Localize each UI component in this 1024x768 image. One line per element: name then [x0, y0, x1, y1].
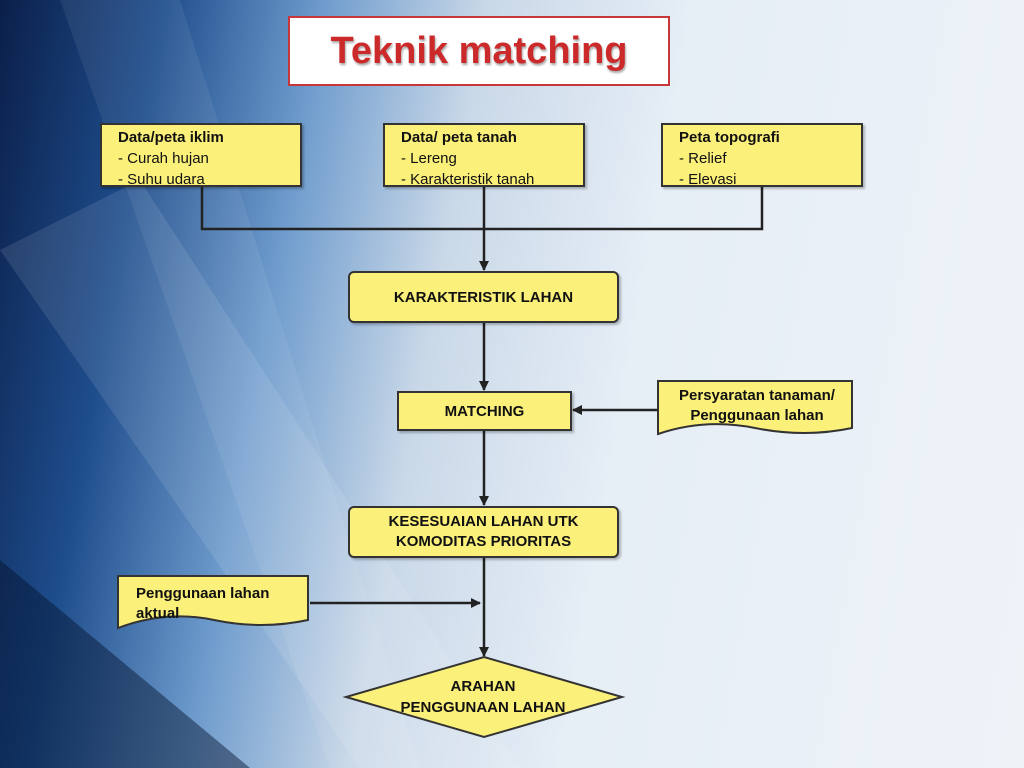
- persyaratan-text: Persyaratan tanaman/ Penggunaan lahan: [662, 386, 852, 426]
- aktual-line: Penggunaan lahan: [136, 585, 270, 602]
- input-item: - Relief: [679, 150, 727, 167]
- karakteristik-lahan-box: KARAKTERISTIK LAHAN: [348, 271, 619, 323]
- input-item: - Lereng: [401, 150, 457, 167]
- arahan-line: PENGGUNAAN LAHAN: [400, 699, 566, 716]
- aktual-shape: [117, 575, 309, 630]
- input-item: - Suhu udara: [118, 171, 205, 188]
- input-box-iklim: Data/peta iklim - Curah hujan - Suhu uda…: [100, 123, 302, 188]
- arahan-diamond: [342, 655, 626, 739]
- kesesuaian-line: KESESUAIAN LAHAN UTK: [388, 513, 579, 530]
- input-item: - Karakteristik tanah: [401, 171, 535, 188]
- connector-topografi: [484, 187, 764, 231]
- connector-iklim: [200, 187, 484, 231]
- input-heading: Data/peta iklim: [118, 129, 224, 146]
- page-title: Teknik matching: [330, 29, 628, 72]
- matching-label: MATCHING: [444, 402, 525, 420]
- input-item: - Elevasi: [679, 171, 737, 188]
- karakteristik-label: KARAKTERISTIK LAHAN: [393, 288, 574, 306]
- input-box-topografi: Peta topografi - Relief - Elevasi: [661, 123, 863, 188]
- input-heading: Data/ peta tanah: [401, 129, 517, 146]
- title-box: Teknik matching: [288, 16, 670, 86]
- matching-box: MATCHING: [397, 391, 572, 431]
- penggunaan-aktual-text: Penggunaan lahan aktual: [136, 584, 306, 624]
- input-heading: Peta topografi: [679, 129, 780, 146]
- aktual-line: aktual: [136, 605, 180, 622]
- input-box-tanah: Data/ peta tanah - Lereng - Karakteristi…: [383, 123, 585, 188]
- kesesuaian-line: KOMODITAS PRIORITAS: [395, 533, 572, 550]
- kesesuaian-lahan-box: KESESUAIAN LAHAN UTK KOMODITAS PRIORITAS: [348, 506, 619, 558]
- persyaratan-shape: [657, 380, 853, 436]
- persyaratan-line: Penggunaan lahan: [690, 407, 824, 424]
- arahan-label: ARAHAN PENGGUNAAN LAHAN: [345, 676, 621, 718]
- arahan-line: ARAHAN: [450, 678, 516, 695]
- persyaratan-line: Persyaratan tanaman/: [679, 387, 835, 404]
- input-item: - Curah hujan: [118, 150, 209, 167]
